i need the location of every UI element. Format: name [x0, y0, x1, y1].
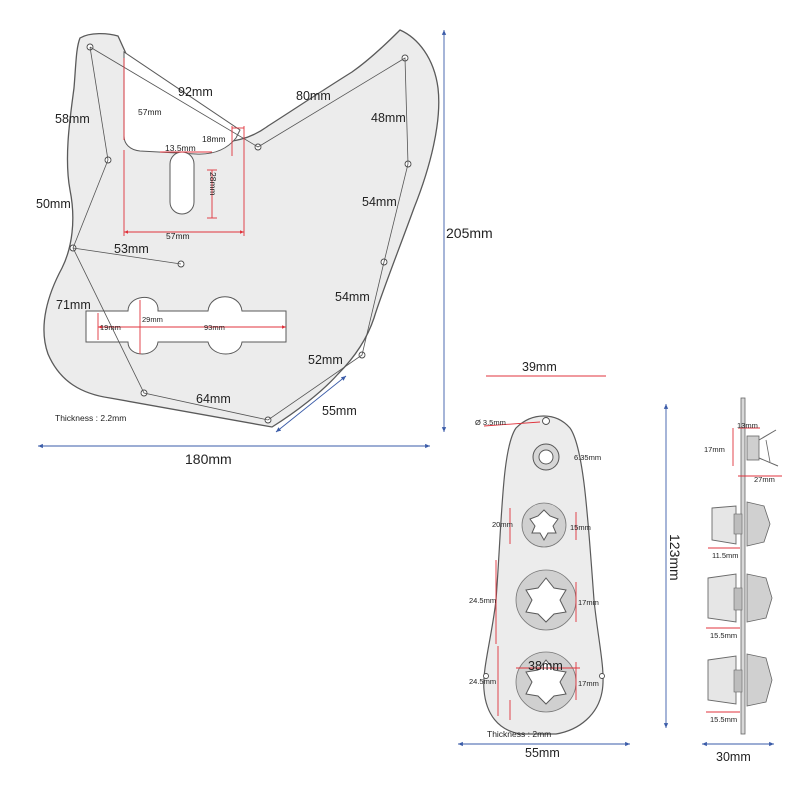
pot-2: [515, 569, 577, 631]
pot2-spacing-label: 24.5mm: [469, 596, 496, 605]
control-plate-red-dimensions: [483, 375, 606, 720]
control-plate-side-screw: [599, 673, 605, 679]
label-80mm: 80mm: [296, 89, 331, 103]
pot3-diameter-label: 17mm: [578, 679, 599, 688]
pot1-spacing-label: 20mm: [492, 520, 513, 529]
side-view-width: 30mm: [716, 750, 751, 764]
pickguard: 92mm 80mm 58mm 48mm 50mm 54mm 53mm 54mm …: [36, 29, 493, 467]
plate-thickness: Thickness : 2mm: [487, 729, 551, 739]
label-54mm-upper: 54mm: [362, 195, 397, 209]
screw-hole-label: Ø 3.5mm: [475, 418, 506, 427]
jack-depth-label: 13mm: [737, 421, 758, 430]
slot-offset-label: 13.5mm: [165, 143, 196, 153]
jack-height-label: 17mm: [704, 445, 725, 454]
slot-length-label: 28mm: [208, 172, 218, 196]
neck-cutout: [123, 51, 241, 155]
plate-top-width: 39mm: [522, 360, 557, 374]
control-plate: 39mm Ø 3.5mm 6.35mm 20mm 15mm 24.5mm 17m…: [458, 360, 683, 760]
knob2-label: 15.5mm: [710, 631, 737, 640]
jack-label: 6.35mm: [574, 453, 601, 462]
label-58mm: 58mm: [55, 112, 90, 126]
neck-width-label: 57mm: [166, 231, 190, 241]
label-71mm: 71mm: [56, 298, 91, 312]
pot-1: [521, 502, 567, 548]
pickguard-thickness: Thickness : 2.2mm: [55, 413, 126, 423]
label-64mm: 64mm: [196, 392, 231, 406]
side-jack: [746, 429, 779, 467]
pickguard-height: 205mm: [446, 225, 493, 241]
pickguard-outline: [43, 29, 440, 428]
pickguard-overall-dimensions: [38, 30, 447, 449]
jack-hole: [538, 449, 554, 465]
neck-horn-label: 18mm: [202, 134, 226, 144]
pickup-cutout-dimensions: [97, 300, 286, 354]
neck-cutout-dimensions: [123, 58, 245, 236]
plate-height: 123mm: [667, 534, 683, 581]
side-knob-2: [707, 573, 773, 623]
pickup-width-label: 19mm: [100, 323, 121, 332]
plate-bottom-width: 55mm: [525, 746, 560, 760]
label-55mm-bottom: 55mm: [322, 404, 357, 418]
control-plate-side-screw: [483, 673, 489, 679]
pickup-length-label: 93mm: [204, 323, 225, 332]
label-48mm: 48mm: [371, 111, 406, 125]
label-52mm: 52mm: [308, 353, 343, 367]
jack-length-label: 27mm: [754, 475, 775, 484]
side-view-plate: [740, 397, 746, 735]
knob1-label: 11.5mm: [712, 551, 739, 560]
knob3-label: 15.5mm: [710, 715, 737, 724]
pot1-diameter-label: 15mm: [570, 523, 591, 532]
pickguard-edge-lines: [72, 46, 409, 421]
label-54mm-lower: 54mm: [335, 290, 370, 304]
side-view-red-dimensions: [706, 427, 782, 713]
label-92mm: 92mm: [178, 85, 213, 99]
neck-depth-label: 57mm: [138, 107, 162, 117]
pot3-span-label: 38mm: [528, 659, 563, 673]
label-50mm: 50mm: [36, 197, 71, 211]
control-plate-top-screw: [542, 417, 550, 425]
control-plate-blue-dimensions: [458, 404, 669, 747]
neck-slot: [169, 151, 195, 215]
pot3-spacing-label: 24.5mm: [469, 677, 496, 686]
label-53mm: 53mm: [114, 242, 149, 256]
pot-3: [515, 651, 577, 713]
side-knob-3: [707, 653, 773, 707]
side-view: 13mm 17mm 27mm 11.5mm 15.5mm 15.5mm 30mm: [702, 397, 782, 764]
pickup-center-width-label: 29mm: [142, 315, 163, 324]
pot2-diameter-label: 17mm: [578, 598, 599, 607]
pickguard-width: 180mm: [185, 451, 232, 467]
side-knob-1: [711, 501, 771, 547]
